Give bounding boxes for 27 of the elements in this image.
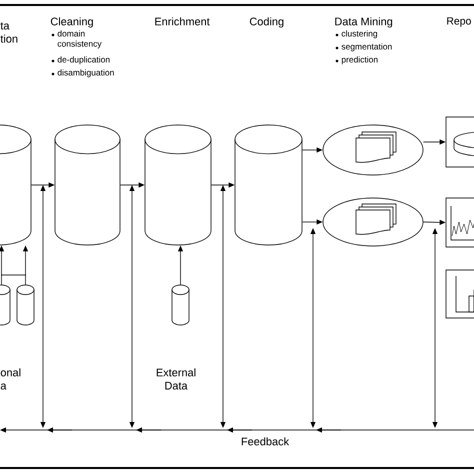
database-cylinder — [0, 284, 10, 326]
stage-label: Enrichment — [155, 17, 210, 26]
process-ellipse — [322, 198, 424, 246]
report-box — [446, 198, 474, 248]
database-cylinder — [54, 124, 120, 246]
process-ellipse — [322, 124, 424, 176]
stage-label: Data Mining — [335, 17, 392, 28]
database-cylinder — [16, 284, 34, 326]
bullet-item: domain consistency — [52, 30, 102, 48]
bullet-item: prediction — [336, 56, 378, 64]
bullet-item: disambiguation — [52, 69, 114, 78]
database-cylinder — [0, 124, 32, 246]
bullet-item: clustering — [336, 30, 378, 38]
stage-label: External Data — [156, 368, 196, 390]
stage-label: Cleaning — [50, 17, 93, 28]
report-box — [446, 270, 474, 318]
database-cylinder — [144, 124, 212, 246]
bullet-item: segmentation — [336, 43, 392, 52]
stage-label: ta tion — [0, 22, 18, 43]
database-cylinder — [172, 284, 190, 326]
stage-label: Feedback — [242, 437, 290, 446]
stage-label: Repo — [447, 17, 471, 27]
stage-label: onal a — [0, 368, 20, 390]
stage-label: Coding — [250, 17, 284, 28]
bullet-item: de-duplication — [52, 56, 110, 64]
database-cylinder — [234, 124, 302, 246]
report-box — [446, 116, 474, 168]
